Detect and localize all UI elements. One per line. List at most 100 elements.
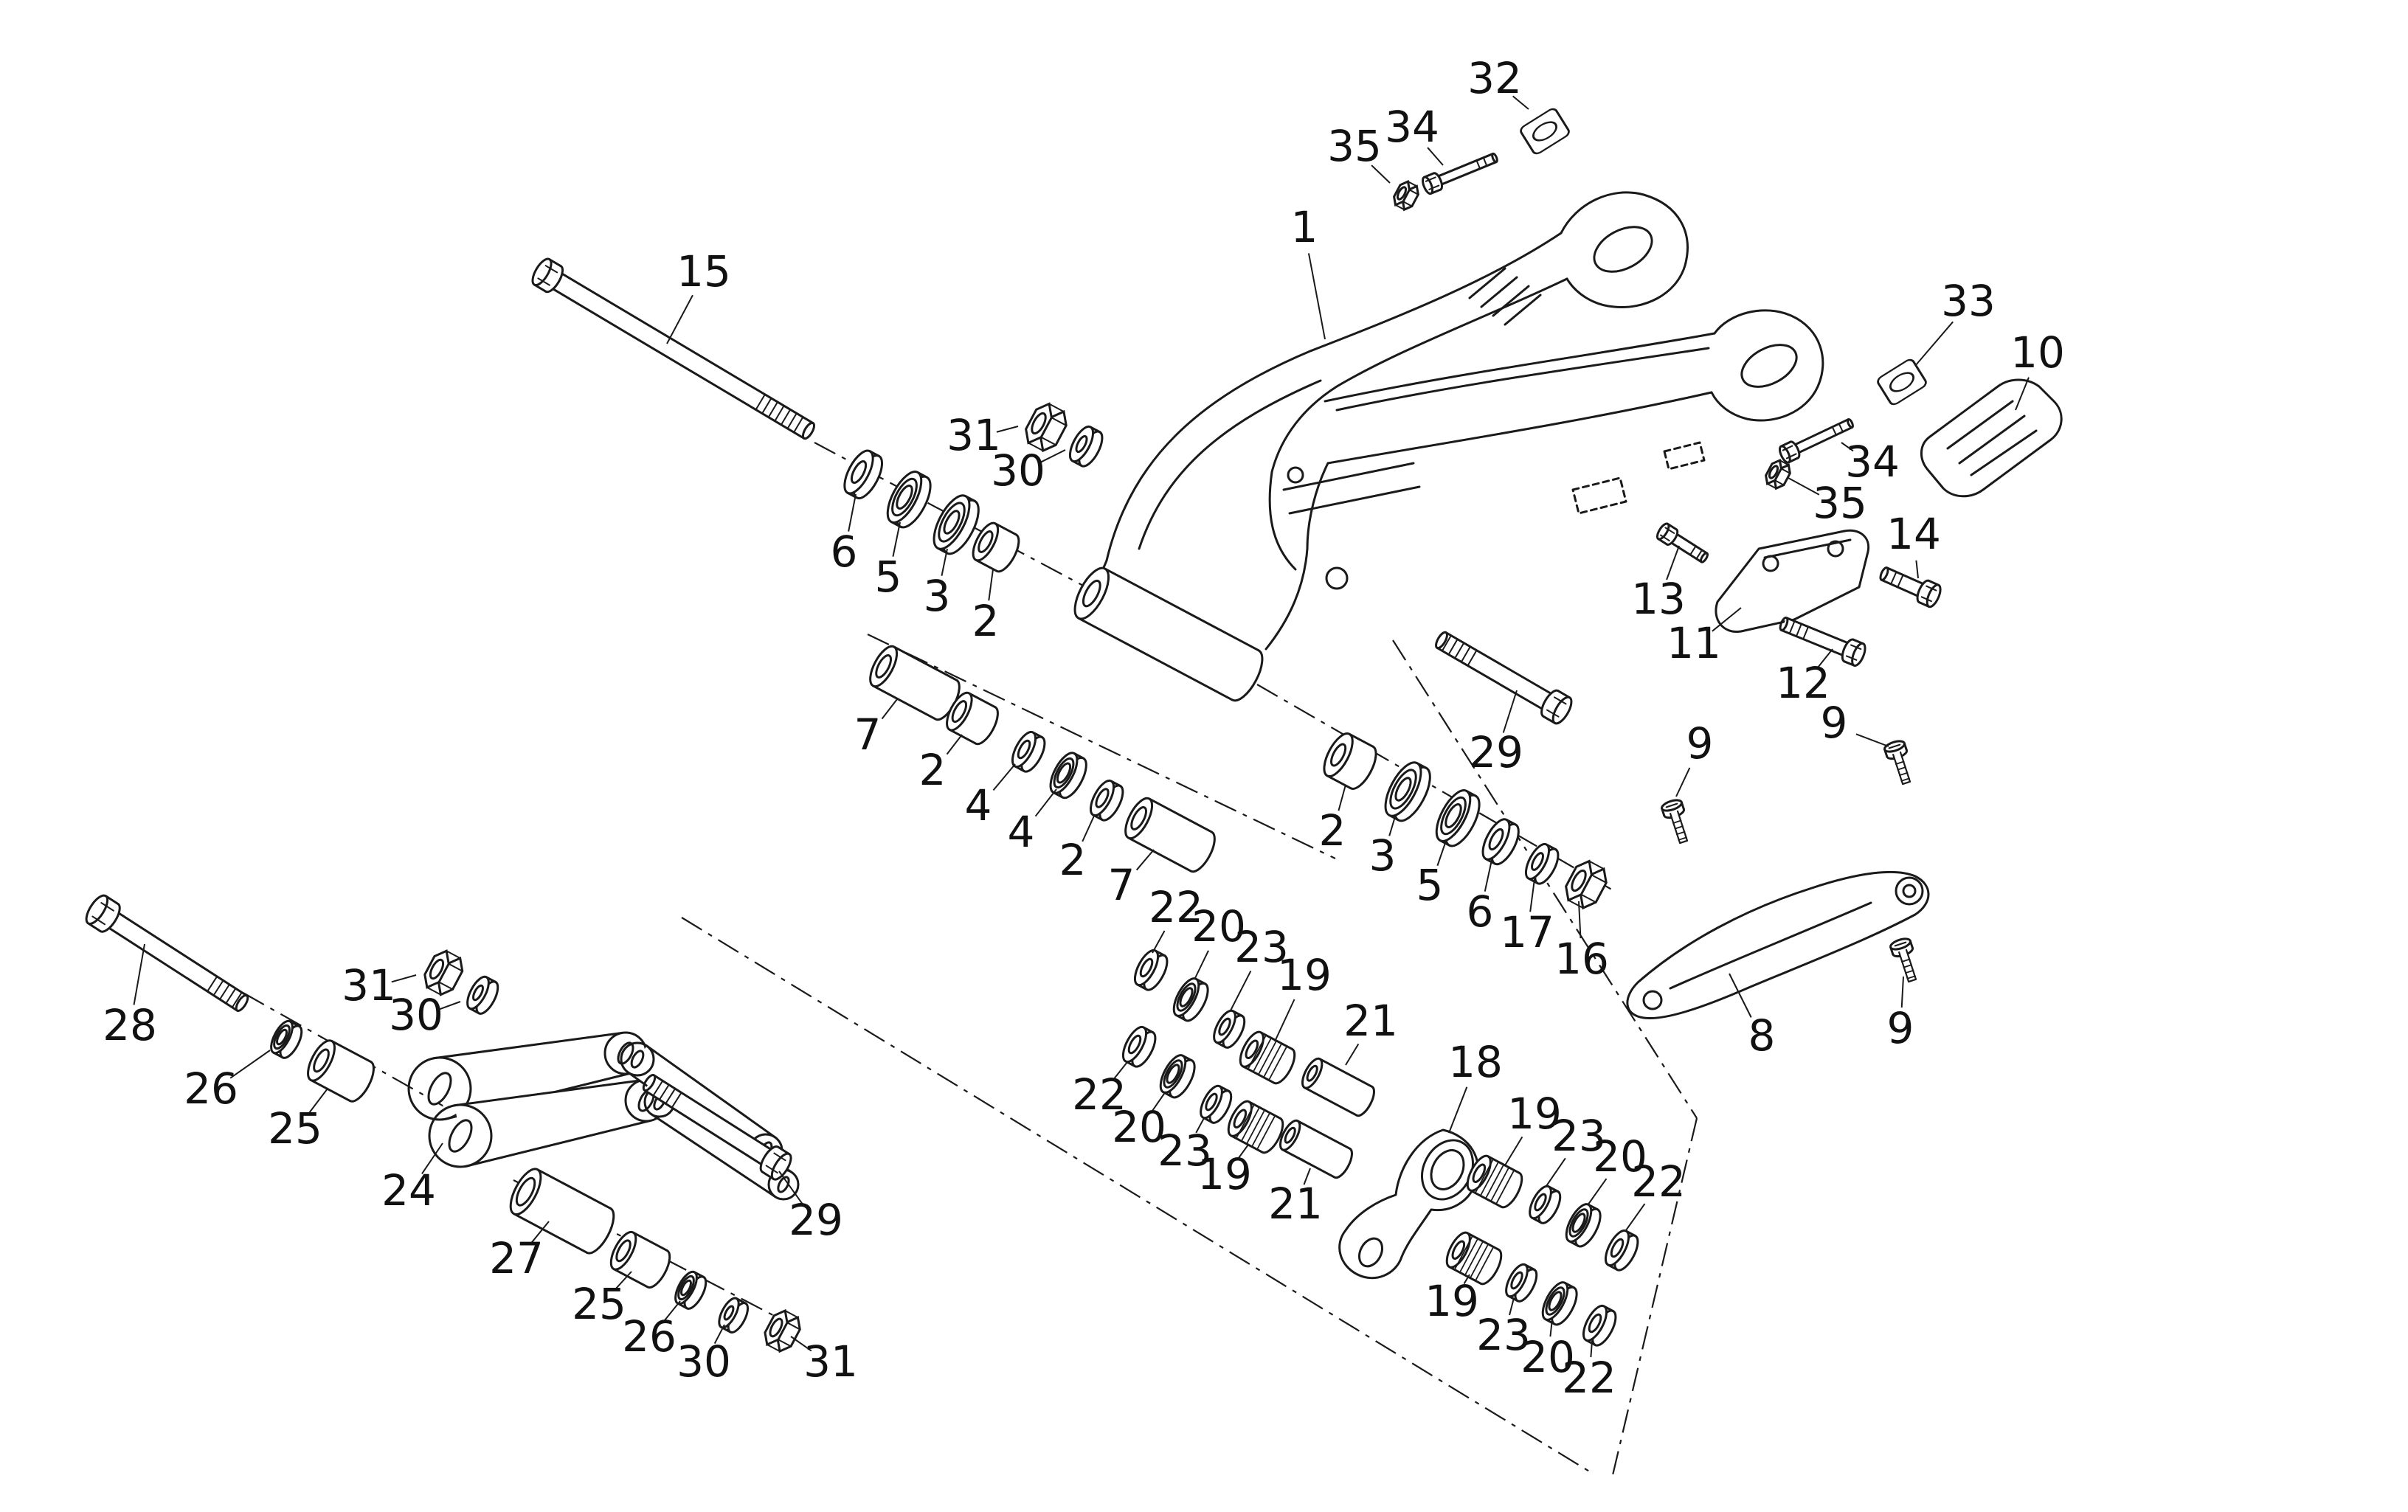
part-label-19: 19 — [1425, 1276, 1479, 1326]
leader-line-16-33 — [1578, 901, 1582, 939]
part-label-24: 24 — [381, 1165, 436, 1216]
part-label-9: 9 — [1887, 1003, 1914, 1053]
part-label-7: 7 — [854, 710, 882, 760]
part-label-35: 35 — [1813, 478, 1867, 528]
part-label-3: 3 — [1369, 830, 1397, 881]
leader-line-5-28 — [1436, 840, 1447, 867]
leader-line-18-41 — [1448, 1086, 1468, 1134]
swingarm-pivot-web — [1264, 547, 1309, 651]
part-label-5: 5 — [1416, 860, 1444, 910]
axle-slot-left — [1593, 226, 1653, 273]
axis-line-4 — [1392, 639, 1698, 1119]
part-label-20: 20 — [1191, 901, 1246, 951]
guard-tab-b — [1663, 441, 1706, 471]
bolt-29-link — [642, 1074, 792, 1181]
lock-washer-17 — [1524, 842, 1560, 885]
seal-20-b — [1159, 1054, 1196, 1099]
washer-23-c — [1529, 1185, 1562, 1224]
collar-7-b — [1124, 797, 1216, 873]
part-label-18: 18 — [1448, 1037, 1503, 1087]
leader-line-9-20 — [1855, 733, 1889, 747]
part-label-20: 20 — [1593, 1131, 1647, 1182]
swingarm-left-tip — [1560, 191, 1689, 309]
leader-line-19-49 — [1504, 1136, 1523, 1166]
part-label-21: 21 — [1268, 1179, 1323, 1229]
leader-line-2-23 — [946, 734, 963, 755]
needle-bearing-19-d — [1445, 1231, 1503, 1286]
bolt-28 — [85, 894, 249, 1012]
leader-line-5-13 — [892, 521, 901, 557]
leader-line-33-5 — [1914, 321, 1954, 367]
leader-line-19-52 — [1238, 1144, 1249, 1159]
part-label-31: 31 — [947, 410, 1001, 460]
dust-seal-5-right — [1435, 789, 1481, 847]
dust-seal-5-left — [886, 471, 932, 529]
leader-line-8-38 — [1729, 973, 1752, 1018]
leader-line-14-11 — [1915, 560, 1919, 579]
bushing-2-left — [972, 521, 1020, 573]
leader-line-20-35 — [1194, 950, 1209, 979]
leader-line-29-22 — [1502, 690, 1518, 733]
tensioner-ridge — [1669, 901, 1872, 990]
part-label-19: 19 — [1277, 950, 1332, 1000]
leader-line-4-25 — [992, 763, 1016, 791]
spacer-21-a — [1301, 1057, 1375, 1117]
leader-line-17-32 — [1529, 878, 1535, 912]
spacer-21-b — [1279, 1119, 1353, 1179]
part-label-21: 21 — [1343, 996, 1398, 1046]
crossmember-lines — [1282, 462, 1421, 515]
bracket-hole-b — [1827, 540, 1844, 558]
part-label-22: 22 — [1072, 1069, 1127, 1120]
screw-9-a — [1661, 799, 1689, 845]
leader-line-30-8 — [1039, 449, 1066, 464]
leader-line-21-40 — [1345, 1043, 1360, 1066]
pivot-shaft-15 — [531, 257, 816, 440]
generated-parts — [85, 108, 1942, 1353]
leader-line-4-27 — [1034, 788, 1057, 817]
part-label-20: 20 — [1112, 1102, 1166, 1152]
bolt-34-right — [1778, 417, 1854, 464]
nut-35-right — [1765, 458, 1791, 490]
leader-line-31-7 — [996, 426, 1019, 433]
axis-line-6 — [94, 908, 476, 1125]
chain-tensioner-arm-8 — [1626, 870, 1930, 1020]
seal-20-d — [1541, 1281, 1578, 1326]
bushing-2-b — [946, 691, 999, 746]
washer-4-a — [1011, 730, 1046, 773]
nut-35-top — [1393, 179, 1419, 212]
tensioner-eye-inner — [1902, 884, 1917, 898]
part-label-23: 23 — [1234, 922, 1289, 972]
part-label-6: 6 — [831, 527, 858, 577]
part-label-15: 15 — [677, 246, 731, 296]
part-label-31: 31 — [342, 960, 396, 1010]
leader-line-23-36 — [1230, 971, 1252, 1011]
axis-line-1 — [867, 634, 1336, 859]
leader-line-26-61 — [663, 1300, 681, 1322]
washer-6-left — [843, 449, 884, 500]
leader-line-35-10 — [1788, 477, 1820, 496]
leader-line-20-64 — [1549, 1318, 1553, 1337]
leader-line-20-53 — [1587, 1178, 1608, 1206]
leader-line-34-9 — [1841, 442, 1854, 452]
leader-line-32-0 — [1512, 95, 1529, 110]
collar-25-lower — [609, 1230, 671, 1289]
link-24-plate-b — [428, 1078, 668, 1168]
bearing-3-right — [1384, 761, 1431, 822]
leader-line-1-3 — [1307, 253, 1326, 340]
part-label-23: 23 — [1158, 1126, 1212, 1176]
bolt-12 — [1779, 617, 1866, 667]
pivot-cross-tube — [1073, 566, 1264, 702]
part-label-23: 23 — [1551, 1111, 1606, 1161]
leader-line-10-6 — [2015, 377, 2030, 411]
oring-22-b — [1121, 1025, 1157, 1068]
leader-line-30-44 — [437, 1001, 461, 1010]
part-label-4: 4 — [965, 780, 992, 830]
seal-20-c — [1565, 1203, 1602, 1248]
leader-line-22-55 — [1625, 1203, 1646, 1231]
part-label-26: 26 — [184, 1064, 238, 1114]
collar-7-a — [869, 645, 961, 721]
seal-20-a — [1172, 977, 1209, 1022]
leader-line-22-34 — [1152, 930, 1166, 954]
leader-line-7-31 — [1135, 849, 1155, 871]
